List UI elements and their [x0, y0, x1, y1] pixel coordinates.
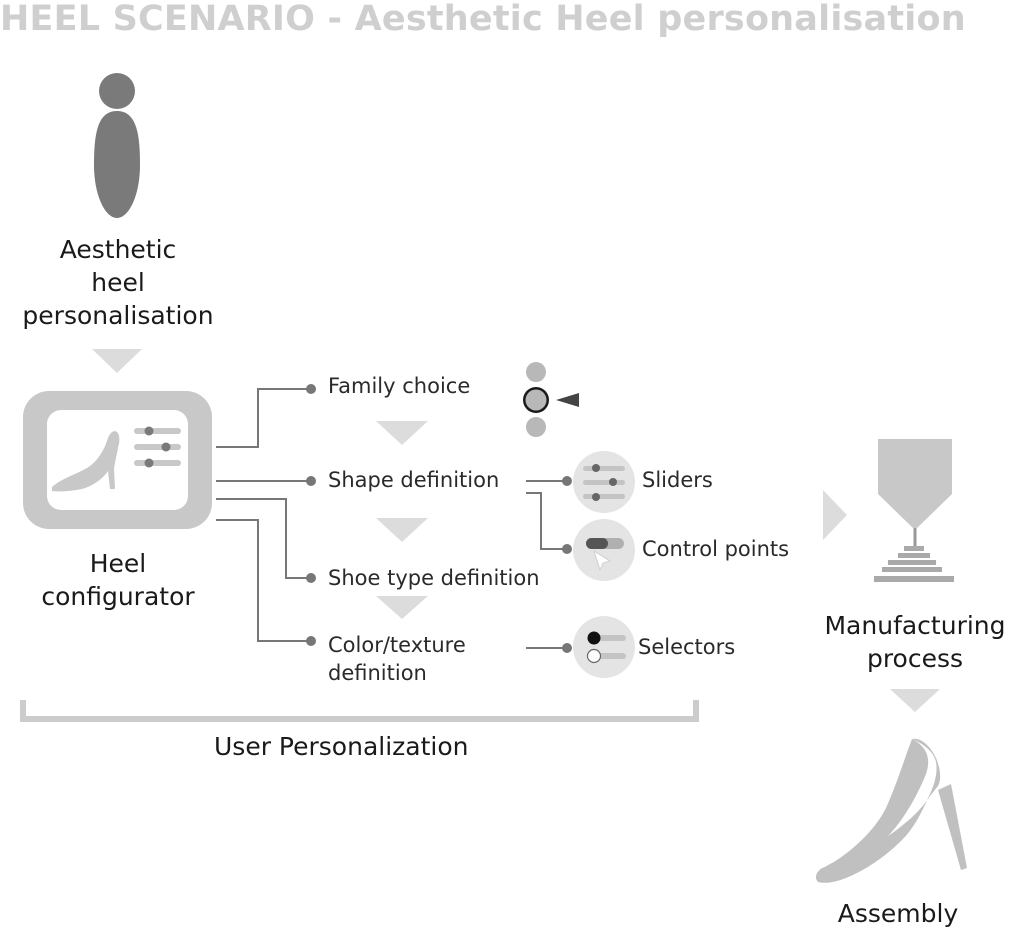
family-choice-label: Family choice [328, 374, 471, 398]
shape-definition-label: Shape definition [328, 468, 500, 492]
person-icon [94, 73, 140, 218]
user-personalization-label: User Personalization [214, 732, 469, 761]
flow-arrow-down-5 [890, 689, 940, 712]
user-personalization-bracket [20, 700, 699, 722]
sliders-label: Sliders [642, 468, 713, 492]
color-texture-line: Color/texture [328, 633, 466, 657]
manufacturing-process-label: Manufacturing process [810, 609, 1020, 675]
manufacturing-label-line: Manufacturing [824, 611, 1006, 640]
page-title: HEEL SCENARIO - Aesthetic Heel personali… [0, 0, 966, 39]
color-texture-definition-label: Color/texture definition [328, 631, 466, 687]
control-points-label: Control points [642, 537, 790, 561]
actor-label-line: personalisation [22, 301, 214, 330]
selectors-icon [573, 616, 635, 678]
high-heel-shoe-icon [815, 738, 967, 883]
configurator-label-line: configurator [41, 582, 195, 611]
actor-label: Aesthetic heel personalisation [0, 233, 236, 332]
configurator-label-line: Heel [89, 549, 147, 578]
actor-label-line: Aesthetic [59, 235, 177, 264]
connector-lines [216, 388, 566, 649]
flow-arrow-right [823, 490, 847, 540]
actor-label-line: heel [91, 268, 145, 297]
monitor-heel-icon [23, 391, 212, 529]
configurator-label: Heel configurator [0, 547, 236, 613]
3d-printer-icon [874, 439, 954, 582]
sliders-icon [573, 451, 635, 513]
shoe-type-definition-label: Shoe type definition [328, 566, 540, 590]
assembly-label: Assembly [837, 899, 959, 928]
flow-arrow-down-1 [92, 349, 142, 373]
family-radio-icon [523, 362, 579, 437]
flow-arrow-down-3 [376, 518, 428, 542]
selectors-label: Selectors [638, 635, 736, 659]
connector-dots [306, 384, 572, 653]
flow-arrow-down-4 [376, 596, 428, 619]
manufacturing-label-line: process [866, 644, 964, 673]
color-texture-line: definition [328, 661, 427, 685]
flow-arrow-down-2 [376, 421, 428, 445]
control-points-icon [573, 519, 635, 581]
